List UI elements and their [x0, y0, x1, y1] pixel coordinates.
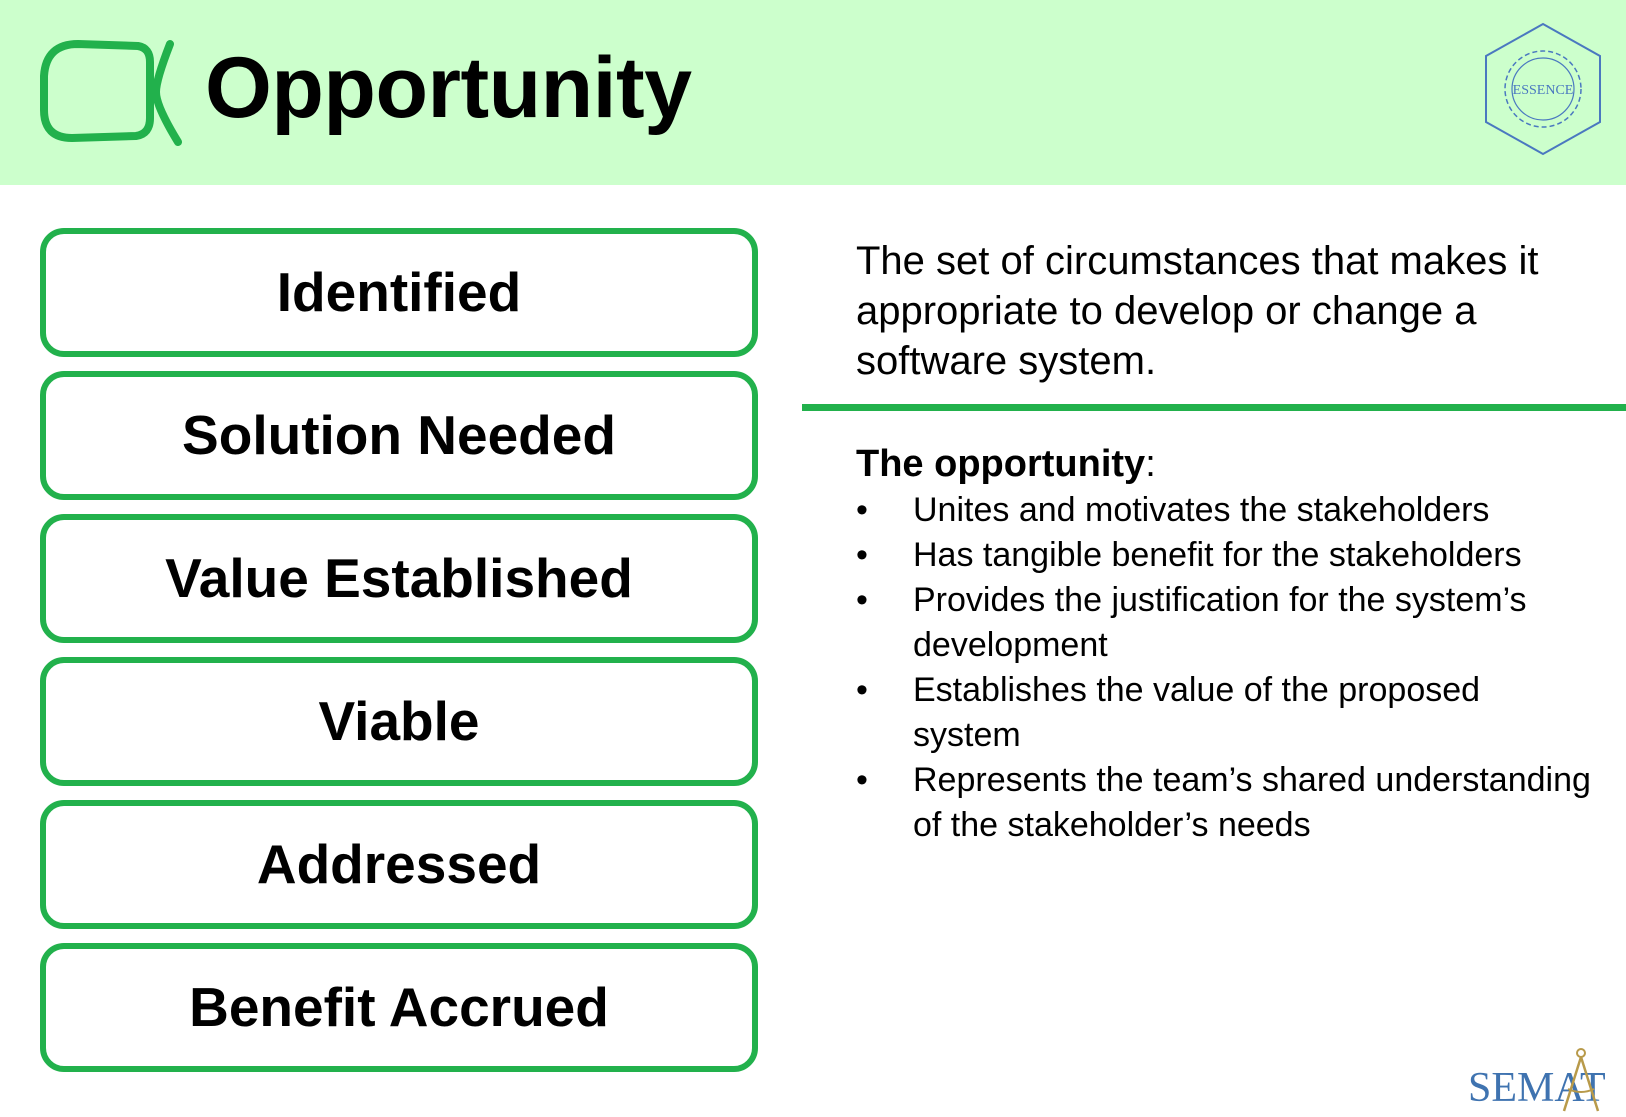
- state-card: Solution Needed: [40, 371, 758, 500]
- state-label: Addressed: [256, 833, 542, 895]
- section-divider: [802, 404, 1626, 411]
- definition-text: The set of circumstances that makes it a…: [856, 239, 1539, 383]
- state-label: Identified: [276, 261, 522, 323]
- state-label: Value Established: [165, 547, 633, 609]
- bullet-icon: •: [856, 671, 868, 709]
- details-heading-suffix: :: [1145, 443, 1156, 485]
- details-section: The opportunity: • Unites and motivates t…: [856, 440, 1596, 848]
- compass-icon: [1562, 1048, 1600, 1112]
- state-card: Identified: [40, 228, 758, 357]
- state-card: Value Established: [40, 514, 758, 643]
- header-band: Opportunity ESSENCE: [0, 0, 1626, 185]
- semat-logo-text: SEMAT: [1468, 1065, 1606, 1111]
- state-card: Addressed: [40, 800, 758, 929]
- bullet-icon: •: [856, 581, 868, 619]
- state-label: Solution Needed: [182, 404, 616, 466]
- state-card: Benefit Accrued: [40, 943, 758, 1072]
- list-item: • Has tangible benefit for the stakeholde…: [856, 533, 1596, 578]
- state-card: Viable: [40, 657, 758, 786]
- essence-logo: ESSENCE: [1485, 22, 1601, 156]
- list-item: • Represents the team’s shared understand…: [856, 758, 1596, 848]
- state-label: Viable: [318, 690, 480, 752]
- list-item: • Establishes the value of the proposed s…: [856, 668, 1596, 758]
- list-item: • Provides the justification for the syst…: [856, 578, 1596, 668]
- semat-logo: SEMAT: [1468, 1045, 1618, 1113]
- bullet-text: Represents the team’s shared understandi…: [913, 761, 1591, 844]
- bullet-text: Unites and motivates the stakeholders: [913, 491, 1490, 529]
- details-heading: The opportunity:: [856, 440, 1596, 488]
- details-heading-bold: The opportunity: [856, 443, 1146, 485]
- state-list: Identified Solution Needed Value Establi…: [40, 228, 760, 1086]
- list-item: • Unites and motivates the stakeholders: [856, 488, 1596, 533]
- bullet-list: • Unites and motivates the stakeholders •…: [856, 488, 1596, 848]
- page-title: Opportunity: [205, 40, 692, 136]
- bullet-icon: •: [856, 761, 868, 799]
- bullet-text: Provides the justification for the syste…: [913, 581, 1527, 664]
- state-label: Benefit Accrued: [189, 976, 609, 1038]
- alpha-icon: [40, 40, 182, 146]
- essence-logo-text: ESSENCE: [1513, 83, 1574, 98]
- bullet-text: Establishes the value of the proposed sy…: [913, 671, 1481, 754]
- bullet-icon: •: [856, 491, 868, 529]
- bullet-icon: •: [856, 536, 868, 574]
- bullet-text: Has tangible benefit for the stakeholder…: [913, 536, 1522, 574]
